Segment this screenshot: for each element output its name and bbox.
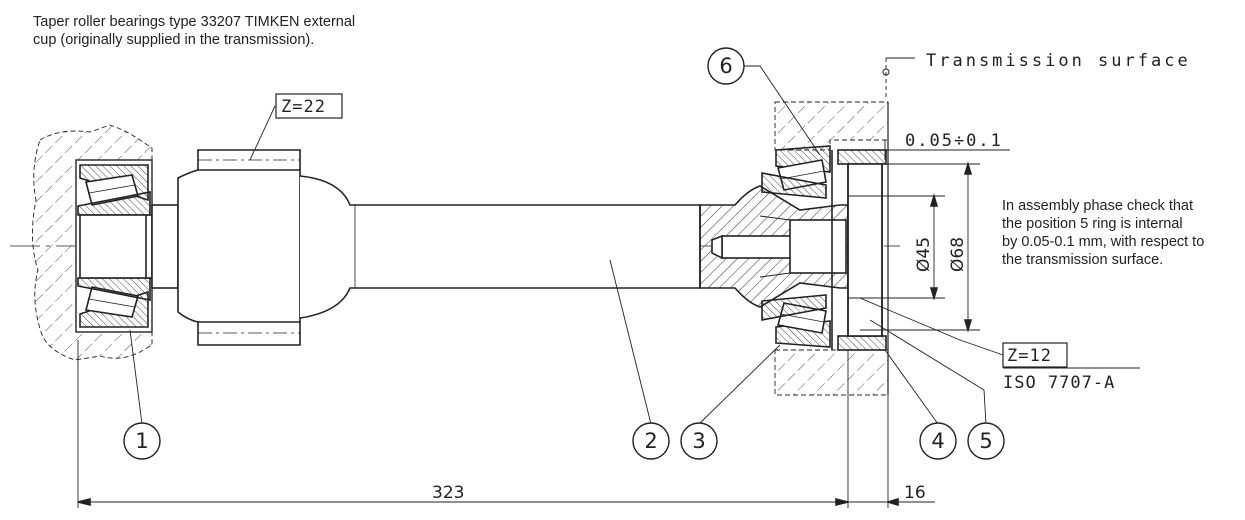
callout-label-2: 2 [644, 429, 657, 453]
callout-label-4: 4 [931, 429, 944, 453]
callout-label-1: 1 [135, 429, 148, 453]
right-housing-lower [774, 349, 889, 396]
shaft-body [299, 175, 701, 319]
dimension-length-offset: 16 [904, 483, 926, 503]
dimension-length-main: 323 [432, 483, 464, 503]
callout-circle-6 [707, 47, 745, 85]
gear-z22 [177, 149, 301, 346]
callout-label-6: 6 [719, 54, 732, 78]
gear-z22-box [275, 93, 343, 119]
callout-label-5: 5 [979, 429, 992, 453]
dimension-dia-inner: Ø45 [914, 237, 934, 272]
gear-z12-box [1002, 342, 1068, 368]
assembly-note: In assembly phase check that the positio… [1002, 198, 1205, 268]
bearing-note: Taper roller bearings type 33207 TIMKEN … [33, 14, 356, 48]
callout-circle-1 [123, 422, 161, 460]
tolerance-label: 0.05÷0.1 [905, 131, 1003, 151]
callout-circle-5 [967, 422, 1005, 460]
transmission-surface-label: Transmission surface [926, 51, 1191, 71]
iso-label: ISO 7707-A [1003, 373, 1115, 393]
callout-circle-4 [919, 422, 957, 460]
dimension-dia-outer: Ø68 [948, 237, 968, 272]
retaining-ring-lower [837, 335, 887, 351]
gear-z22-label: Z=22 [281, 97, 326, 117]
callout-label-3: 3 [692, 429, 705, 453]
right-housing-upper [774, 101, 889, 151]
callout-circle-2 [632, 422, 670, 460]
retaining-ring-upper [837, 149, 887, 165]
shaft-journal-left [79, 214, 153, 279]
gear-z12-label: Z=12 [1007, 346, 1052, 366]
callout-circle-3 [680, 422, 718, 460]
